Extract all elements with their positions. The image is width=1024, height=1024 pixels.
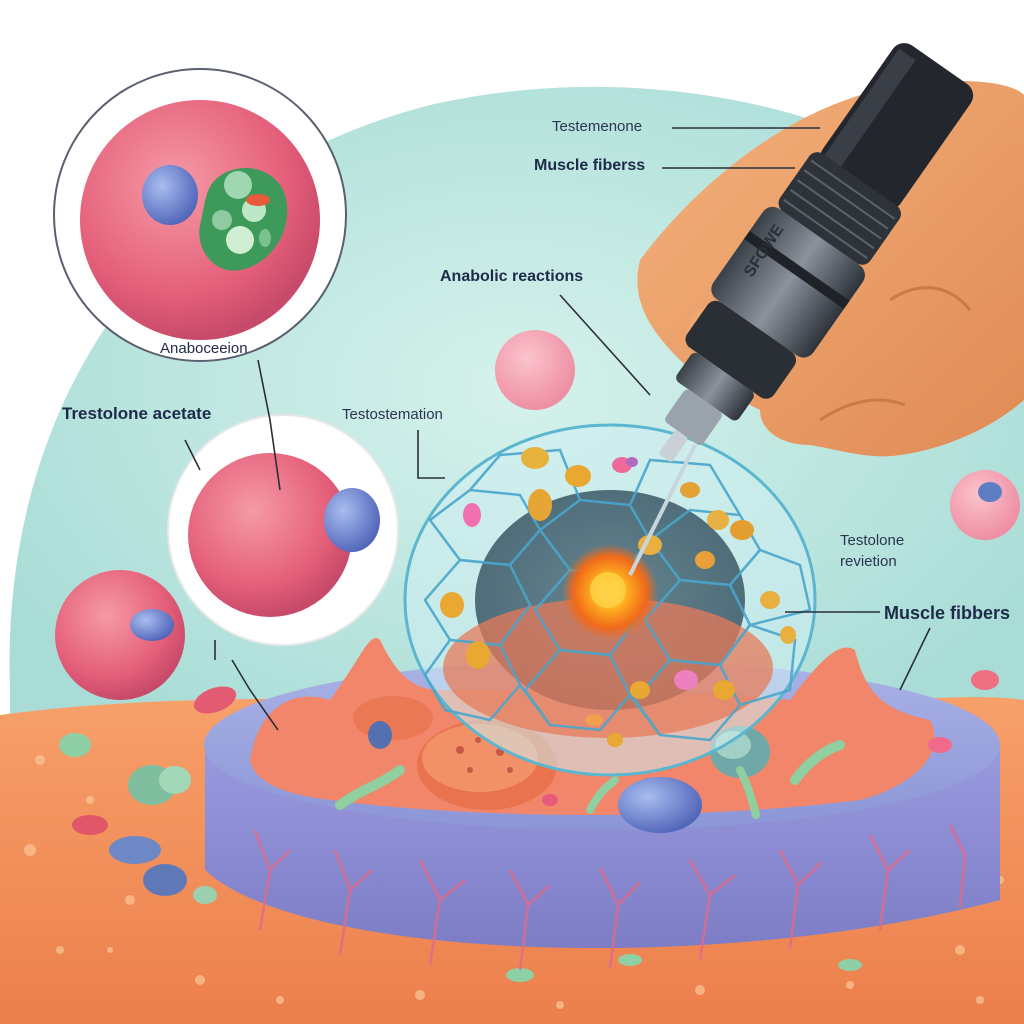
label-muscle-fibers-right: Muscle fibbers bbox=[884, 603, 1011, 623]
leader-anaboceion bbox=[257, 359, 281, 491]
leader-trestolone bbox=[184, 439, 201, 471]
tissue-cells bbox=[335, 726, 952, 833]
label-testemenone: Testemenone bbox=[552, 118, 643, 135]
label-anaboceion: Anaboceeion bbox=[160, 340, 248, 357]
central-cell bbox=[403, 423, 817, 777]
leader-muscle-fibers-right-2 bbox=[899, 627, 931, 691]
top-left-inset bbox=[53, 68, 347, 362]
leader-lines bbox=[184, 127, 931, 731]
label-trestolone-acetate: Trestolone acetate bbox=[62, 404, 212, 423]
label-testolone: Testolone bbox=[840, 532, 905, 549]
hand-with-probe: SFOWE bbox=[637, 43, 1024, 462]
organelles bbox=[440, 447, 796, 747]
leader-testostemation bbox=[417, 430, 445, 479]
leader-bottom-left bbox=[231, 659, 279, 731]
floating-cells bbox=[55, 330, 1020, 700]
label-testostemation: Testostemation bbox=[342, 406, 443, 423]
middle-inset bbox=[167, 414, 399, 646]
probe-needle bbox=[628, 444, 697, 576]
label-muscle-fibers-top: Muscle fiberss bbox=[534, 157, 646, 174]
leader-anabolic bbox=[559, 294, 651, 396]
label-revietion: revietion bbox=[840, 553, 897, 570]
label-anabolic-reactions: Anabolic reactions bbox=[440, 268, 584, 285]
